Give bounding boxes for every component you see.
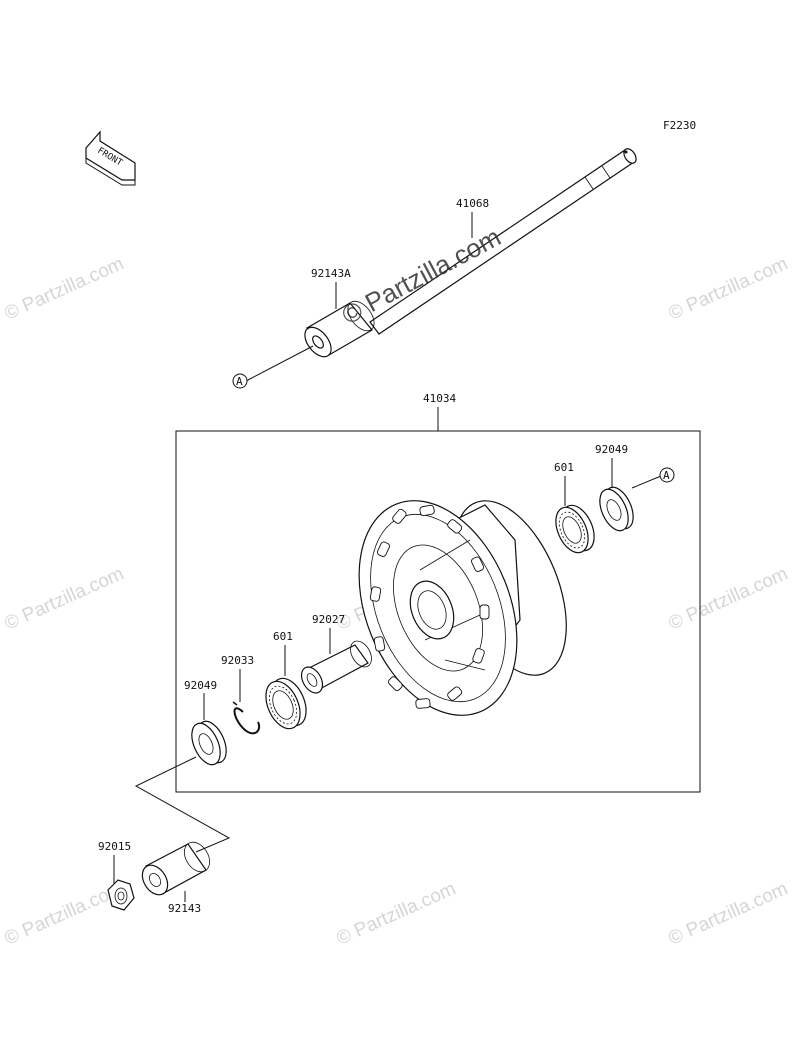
watermark: © Partzilla.com — [1, 253, 127, 324]
label-92049-left: 92049 — [184, 679, 217, 692]
label-92027: 92027 — [312, 613, 345, 626]
sleeve-92027 — [300, 640, 372, 694]
ref-marker-a-right — [659, 467, 675, 483]
label-92015: 92015 — [98, 840, 131, 853]
collar-92143 — [141, 841, 211, 896]
label-92143a: 92143A — [311, 267, 351, 280]
ref-marker-a-top — [232, 373, 248, 389]
ref-marker-a-label: A — [663, 469, 670, 482]
label-41034: 41034 — [423, 392, 456, 405]
label-92143: 92143 — [168, 902, 201, 915]
wheel-hub-41034 — [358, 500, 567, 716]
seal-92049-left — [191, 720, 227, 766]
watermark: © Partzilla.com — [1, 563, 127, 634]
watermark: © Partzilla.com — [665, 253, 791, 324]
nut-92015 — [107, 879, 135, 911]
circlip-92033 — [232, 701, 261, 735]
figure-code: F2230 — [663, 119, 696, 132]
front-direction-badge: FRONT — [85, 130, 136, 186]
bearing-601-right — [555, 504, 595, 554]
label-92033: 92033 — [221, 654, 254, 667]
bearing-601-left — [265, 677, 307, 730]
watermark: © Partzilla.com — [665, 563, 791, 634]
label-92049-right: 92049 — [595, 443, 628, 456]
watermark-main: © Partzilla.com — [337, 222, 506, 331]
label-601-left: 601 — [273, 630, 293, 643]
watermark: © Partzilla.com — [665, 878, 791, 949]
watermark: © Partzilla.com — [333, 878, 459, 949]
seal-92049-right — [599, 486, 634, 532]
collar-92143a — [304, 300, 375, 358]
axle-41068 — [369, 148, 637, 335]
label-601-right: 601 — [554, 461, 574, 474]
label-41068: 41068 — [456, 197, 489, 210]
ref-marker-a-label: A — [236, 375, 243, 388]
